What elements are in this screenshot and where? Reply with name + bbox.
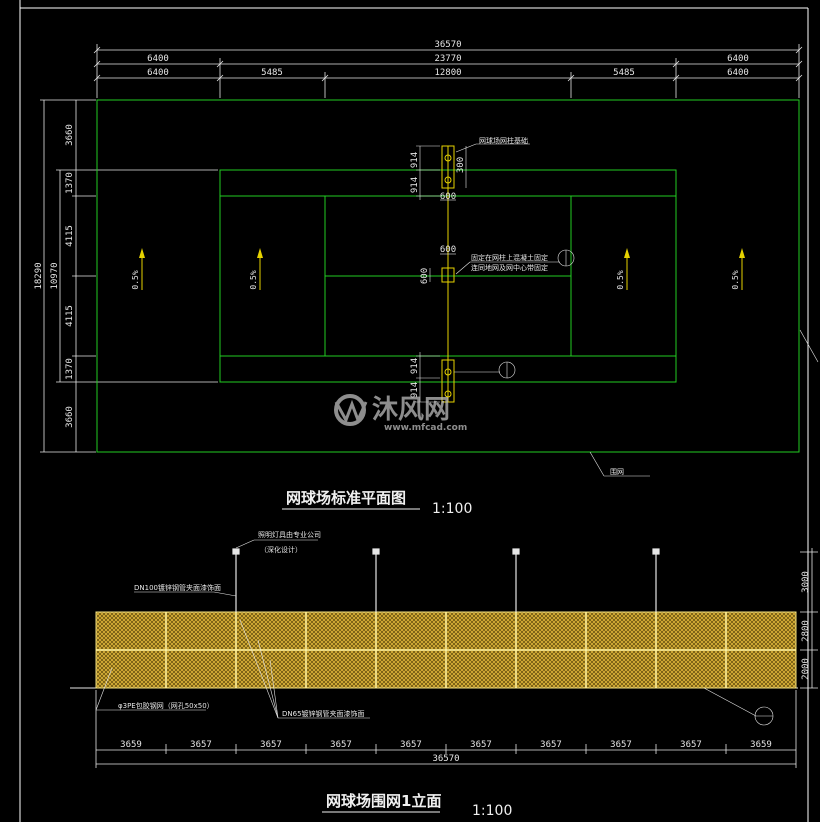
elev-bay-3: 3657 (260, 740, 282, 750)
dim-row3-1: 6400 (147, 68, 169, 78)
dim-row2-center: 23770 (434, 54, 461, 64)
net-and-posts (441, 145, 455, 403)
net-dim-lines (416, 145, 467, 403)
dim-row3-3: 12800 (434, 68, 461, 78)
plan-title: 网球场标准平面图 (286, 489, 406, 507)
elevation-height-dims (800, 548, 818, 689)
note-center-fix-2: 连同地网及网中心带固定 (471, 263, 548, 272)
dim-inner-6: 3660 (65, 406, 75, 428)
net-dim-2: 914 (410, 177, 420, 193)
elev-height-1: 3000 (801, 571, 811, 593)
elev-bay-6: 3657 (470, 740, 492, 750)
dim-row3-4: 5485 (613, 68, 635, 78)
note-mesh: φ3PE包胶钢网（网孔50x50） (118, 701, 214, 710)
dim-row2-left: 6400 (147, 54, 169, 64)
elev-bay-2: 3657 (190, 740, 212, 750)
elevation-scale: 1:100 (472, 803, 512, 819)
elev-height-2: 2800 (801, 620, 811, 642)
note-lamp-2: （深化设计） (260, 545, 302, 554)
net-dim-4: 600 (440, 192, 456, 202)
dim-total-width: 18290 (34, 262, 44, 289)
net-dim-3: 300 (456, 157, 466, 173)
dim-inner-5: 1370 (65, 358, 75, 380)
slope-arrow-3 (624, 248, 630, 290)
light-poles (232, 548, 660, 612)
net-dim-5: 600 (440, 245, 456, 255)
elev-total-length: 36570 (432, 754, 459, 764)
net-dim-1: 914 (410, 152, 420, 168)
net-post-footing-top (441, 145, 455, 189)
elev-bay-5: 3657 (400, 740, 422, 750)
watermark-cn: 沐风网 (372, 395, 450, 425)
note-fence: 围网 (610, 468, 624, 476)
dim-inner-1: 3660 (65, 124, 75, 146)
net-post-footing-bottom (441, 359, 455, 403)
note-net-post-foundation: 网球场网柱基础 (479, 136, 528, 145)
elev-bay-4: 3657 (330, 740, 352, 750)
watermark-url: www.mfcad.com (384, 423, 467, 433)
watermark: 沐风网 www.mfcad.com (334, 394, 467, 433)
slope-arrow-4 (739, 248, 745, 290)
slope-arrow-2 (257, 248, 263, 290)
net-dim-7: 914 (410, 358, 420, 374)
elevation-title: 网球场围网1立面 (326, 792, 441, 810)
slope-indicators (139, 248, 745, 290)
note-lamp-1: 照明灯具由专业公司 (258, 530, 321, 539)
elevation-bottom-dims (95, 690, 797, 768)
dim-doubles-width: 10970 (50, 262, 60, 289)
slope-label-1: 0.5% (131, 270, 140, 289)
note-dn100: DN100镀锌钢管夹面漆饰面 (134, 583, 221, 592)
plan-top-dimensions (93, 44, 803, 98)
slope-label-3: 0.5% (616, 270, 625, 289)
dim-inner-4: 4115 (65, 305, 75, 327)
note-dn65: DN65镀锌钢管夹面漆饰面 (282, 709, 365, 718)
net-dim-6: 600 (420, 268, 430, 284)
elev-bay-8: 3657 (610, 740, 632, 750)
net-dim-8: 914 (410, 382, 420, 398)
plan-leaders (454, 143, 819, 477)
plan-left-dimensions (40, 99, 218, 453)
dim-inner-3: 4115 (65, 225, 75, 247)
net-post-bottom (444, 368, 452, 376)
slope-arrow-1 (139, 248, 145, 290)
elev-bay-10: 3659 (750, 740, 772, 750)
fence-boundary (96, 99, 800, 453)
elev-bay-1: 3659 (120, 740, 142, 750)
dim-total-length: 36570 (434, 40, 461, 50)
elev-height-3: 2000 (801, 658, 811, 680)
elev-bay-9: 3657 (680, 740, 702, 750)
dim-inner-2: 1370 (65, 172, 75, 194)
elevation-leaders (95, 539, 774, 726)
note-center-fix-1: 固定在网柱上混凝土固定 (471, 253, 548, 262)
fence-posts (165, 612, 727, 688)
dim-row3-2: 5485 (261, 68, 283, 78)
net-post-top (444, 154, 452, 162)
dim-row3-5: 6400 (727, 68, 749, 78)
tennis-court-plan: 36570 6400 23770 6400 6400 5485 12800 54… (34, 40, 819, 517)
slope-label-2: 0.5% (249, 270, 258, 289)
fence-elevation: 3000 2800 2000 3659 3657 3657 3657 3657 … (70, 530, 818, 819)
slope-label-4: 0.5% (731, 270, 740, 289)
watermark-logo (334, 394, 368, 426)
plan-scale: 1:100 (432, 501, 472, 517)
dim-row2-right: 6400 (727, 54, 749, 64)
elev-bay-7: 3657 (540, 740, 562, 750)
center-anchor (441, 267, 455, 283)
